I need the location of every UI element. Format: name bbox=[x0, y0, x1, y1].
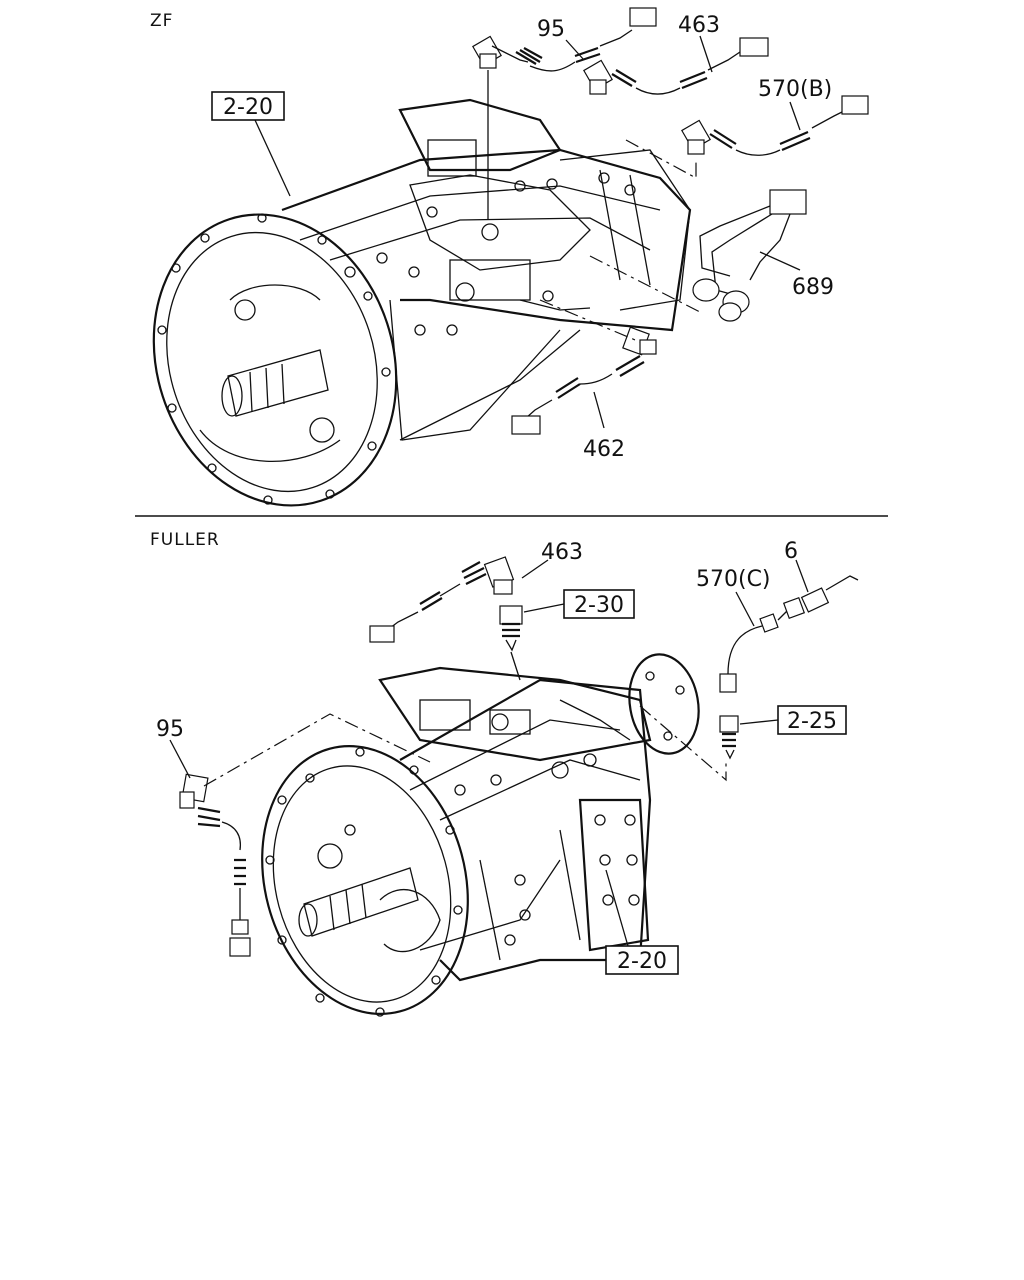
zf-harness-689 bbox=[589, 189, 807, 322]
fuller-ref-box-2-30 bbox=[563, 589, 635, 619]
zf-sensor-95 bbox=[472, 7, 657, 220]
section-title-zf: ZF bbox=[150, 11, 173, 31]
fuller-callout-2-25: 2-25 bbox=[787, 709, 837, 734]
fuller-ref-box-2-20 bbox=[605, 945, 679, 975]
fuller-transmission-drawing bbox=[261, 653, 700, 1017]
zf-callout-570b: 570(B) bbox=[758, 77, 832, 102]
zf-callout-462: 462 bbox=[583, 437, 625, 462]
fuller-connector-6 bbox=[800, 575, 859, 613]
zf-callout-2-20: 2-20 bbox=[223, 95, 273, 120]
zf-callout-463: 463 bbox=[678, 13, 720, 38]
fuller-callout-95: 95 bbox=[156, 717, 184, 742]
fuller-callout-570c: 570(C) bbox=[696, 567, 771, 592]
fuller-callout-6: 6 bbox=[784, 539, 798, 564]
fuller-callout-2-30: 2-30 bbox=[574, 593, 624, 618]
fuller-switch-463 bbox=[369, 556, 515, 643]
zf-sensor-463 bbox=[583, 37, 769, 95]
zf-callout-95: 95 bbox=[537, 17, 565, 42]
zf-leaders bbox=[254, 35, 801, 429]
fuller-sensor-95 bbox=[179, 713, 431, 957]
section-title-fuller: FULLER bbox=[150, 530, 220, 550]
fuller-ref-box-2-25 bbox=[777, 705, 847, 735]
fuller-leaders bbox=[169, 559, 809, 947]
fuller-sensor-570c bbox=[719, 596, 806, 693]
zf-callout-689: 689 bbox=[792, 275, 834, 300]
fuller-callout-463: 463 bbox=[541, 540, 583, 565]
fuller-callout-2-20: 2-20 bbox=[617, 949, 667, 974]
zf-ref-box-2-20 bbox=[211, 91, 285, 121]
zf-sensor-570b bbox=[625, 95, 869, 180]
zf-sensor-462 bbox=[511, 299, 657, 435]
fuller-part-2-30 bbox=[499, 603, 565, 681]
fuller-part-2-25 bbox=[639, 705, 779, 782]
zf-transmission-drawing bbox=[152, 98, 692, 507]
